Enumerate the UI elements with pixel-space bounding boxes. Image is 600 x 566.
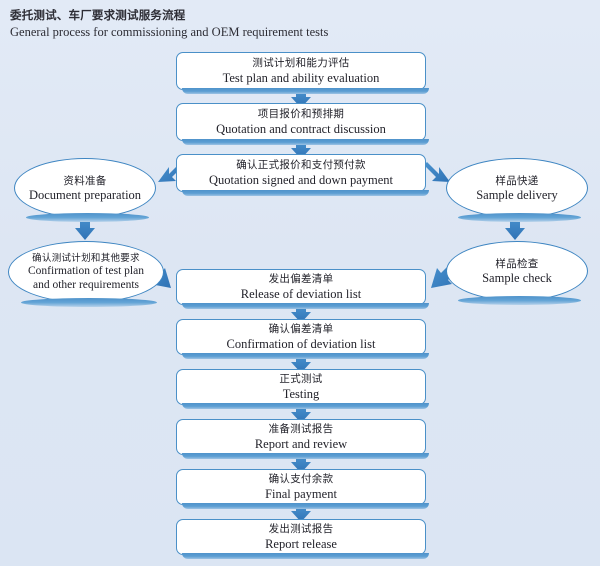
node-label-en-line1: Confirmation of test plan	[28, 265, 144, 277]
page-title-en: General process for commissioning and OE…	[10, 25, 329, 39]
node-label-cn: 样品快递	[495, 174, 539, 187]
node-label-en: Confirmation of deviation list	[226, 337, 376, 351]
node-label-cn: 确认支付余款	[268, 473, 334, 485]
node-label-cn: 确认偏差清单	[268, 323, 334, 335]
node-label-en: Quotation and contract discussion	[216, 122, 386, 136]
node-confirmation-of-test-plan-and-other-requirements[interactable]: 确认测试计划和其他要求 Confirmation of test plan an…	[8, 241, 164, 307]
node-label-cn: 资料准备	[63, 174, 107, 187]
node-label-en: Sample check	[482, 270, 552, 285]
node-label-en: Report release	[265, 537, 337, 551]
page-title: 委托测试、车厂要求测试服务流程 General process for comm…	[10, 7, 440, 41]
node-confirmation-of-deviation-list[interactable]: 确认偏差清单 Confirmation of deviation list	[176, 319, 429, 359]
node-label-cn: 发出测试报告	[268, 523, 334, 535]
node-test-plan-and-ability-evaluation[interactable]: 测试计划和能力评估 Test plan and ability evaluati…	[176, 52, 429, 94]
node-label-en: Final payment	[265, 487, 337, 501]
node-final-payment[interactable]: 确认支付余款 Final payment	[176, 469, 429, 509]
node-label-cn: 确认正式报价和支付预付款	[236, 159, 366, 171]
node-document-preparation[interactable]: 资料准备 Document preparation	[14, 158, 156, 222]
node-label-en: Test plan and ability evaluation	[222, 71, 380, 85]
node-label-en: Sample delivery	[476, 187, 558, 202]
arrow-n3-to-e2	[424, 162, 450, 182]
node-report-release[interactable]: 发出测试报告 Report release	[176, 519, 429, 559]
node-label-cn: 确认测试计划和其他要求	[32, 253, 140, 264]
node-quotation-and-contract-discussion[interactable]: 项目报价和预排期 Quotation and contract discussi…	[176, 103, 429, 145]
node-label-cn: 项目报价和预排期	[257, 108, 345, 120]
node-label-cn: 测试计划和能力评估	[252, 57, 350, 69]
node-label-en: Release of deviation list	[240, 287, 362, 301]
node-label-en: Document preparation	[28, 187, 142, 202]
node-label-en-line2: and other requirements	[32, 278, 139, 291]
node-label-en: Report and review	[254, 437, 348, 451]
node-label-cn: 样品检查	[495, 257, 539, 270]
node-sample-delivery[interactable]: 样品快递 Sample delivery	[446, 158, 588, 222]
node-label-cn: 准备测试报告	[268, 423, 334, 435]
node-label-cn: 发出偏差清单	[268, 273, 334, 285]
node-quotation-signed-and-down-payment[interactable]: 确认正式报价和支付预付款 Quotation signed and down p…	[176, 154, 429, 196]
node-release-of-deviation-list[interactable]: 发出偏差清单 Release of deviation list	[176, 269, 429, 309]
node-label-cn: 正式测试	[279, 373, 323, 385]
node-label-en: Quotation signed and down payment	[209, 173, 393, 187]
node-sample-check[interactable]: 样品检查 Sample check	[446, 241, 588, 305]
node-testing[interactable]: 正式测试 Testing	[176, 369, 429, 409]
page-title-cn: 委托测试、车厂要求测试服务流程	[10, 8, 186, 22]
node-label-en: Testing	[282, 387, 320, 401]
node-report-and-review[interactable]: 准备测试报告 Report and review	[176, 419, 429, 459]
